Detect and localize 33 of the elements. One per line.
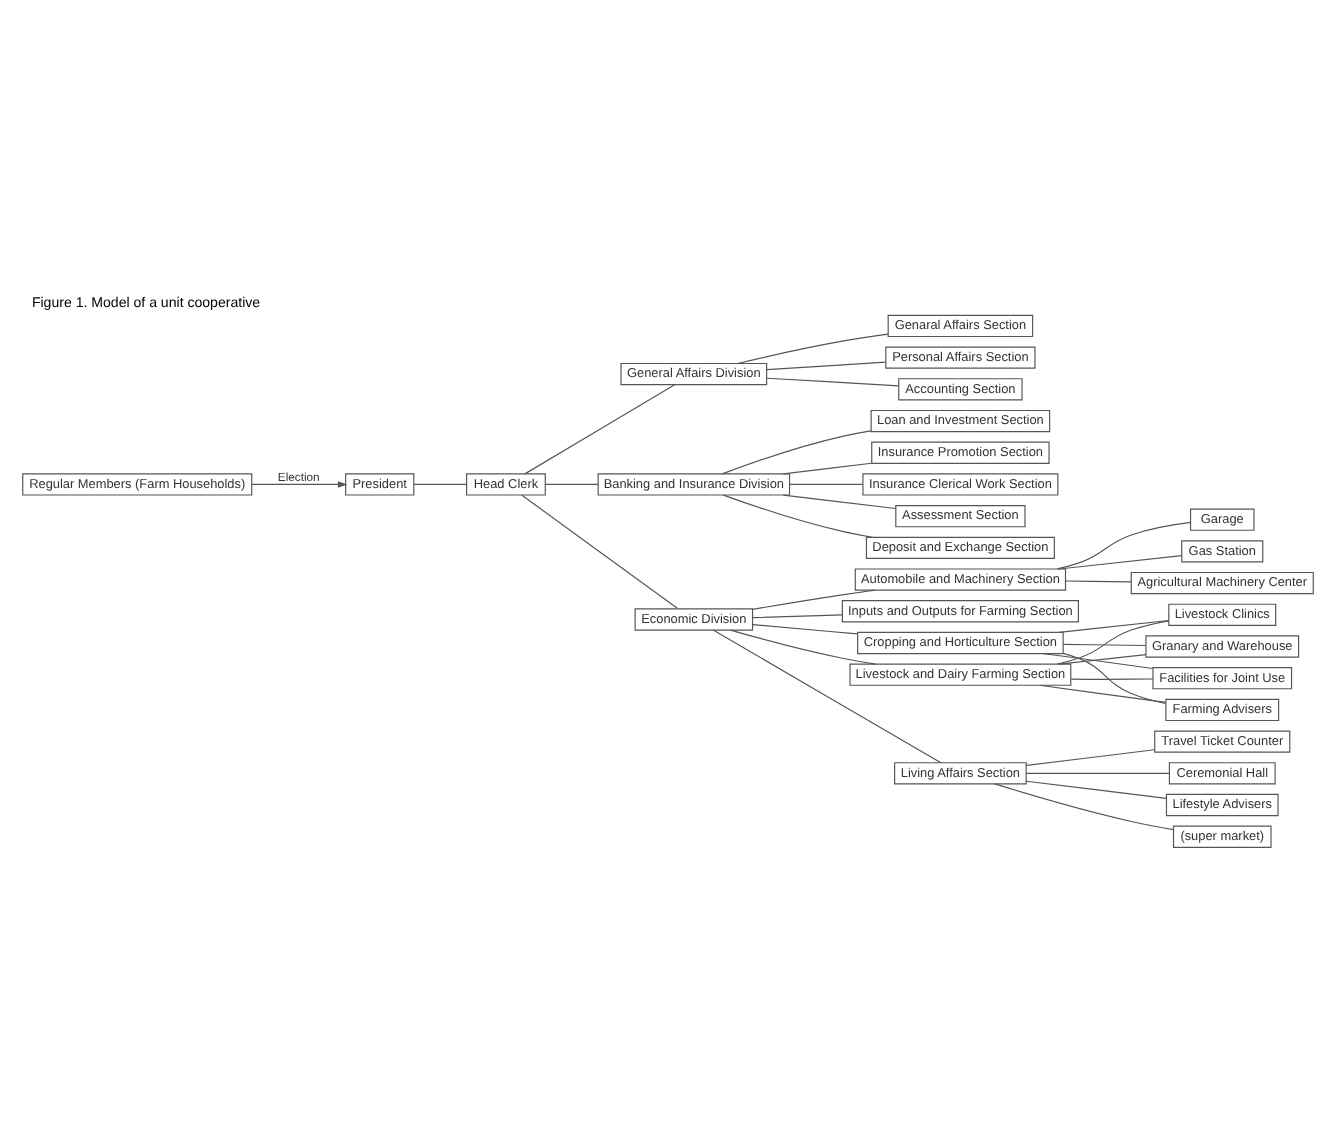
connector xyxy=(782,494,897,510)
connector xyxy=(752,624,859,635)
connector xyxy=(1042,652,1154,670)
connector xyxy=(524,384,676,475)
connector xyxy=(782,462,872,475)
connector xyxy=(1056,521,1192,570)
connector xyxy=(1025,780,1167,799)
connector xyxy=(994,783,1174,831)
connector xyxy=(1038,684,1167,703)
connector xyxy=(1025,772,1170,774)
connector xyxy=(1025,749,1155,766)
connector xyxy=(766,377,900,387)
connector xyxy=(766,361,887,371)
connector xyxy=(545,483,599,486)
connector xyxy=(722,494,873,538)
arrow xyxy=(251,481,348,488)
connector xyxy=(1056,620,1170,665)
connector xyxy=(712,629,942,764)
connector xyxy=(1058,555,1183,570)
connector xyxy=(729,629,876,665)
connector xyxy=(1058,654,1147,665)
connector xyxy=(1062,652,1167,704)
connector xyxy=(1070,678,1154,680)
connector xyxy=(413,483,467,486)
connector xyxy=(1058,619,1170,633)
connector xyxy=(737,333,889,365)
connector xyxy=(1065,580,1132,583)
connector xyxy=(1062,643,1147,647)
connector xyxy=(521,494,679,610)
connector xyxy=(752,614,843,619)
connector xyxy=(789,483,864,486)
connector xyxy=(721,430,872,475)
connector xyxy=(752,589,876,610)
